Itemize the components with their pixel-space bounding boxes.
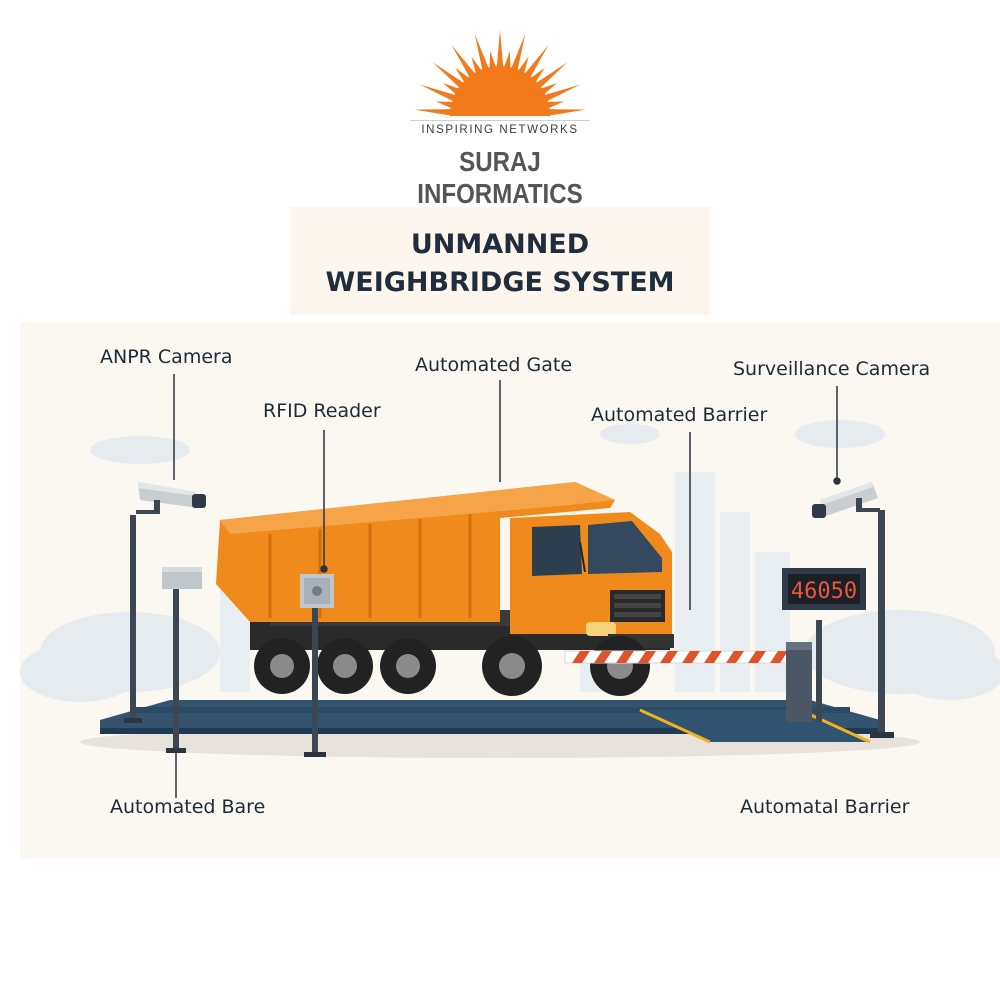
- company-logo: INSPIRING NETWORKS SURAJ INFORMATICS: [360, 28, 640, 209]
- label-rfid-reader: RFID Reader: [263, 400, 381, 422]
- company-name: SURAJ INFORMATICS: [417, 146, 583, 209]
- left-rfid-post: [162, 567, 202, 753]
- logo-divider: [410, 120, 590, 121]
- automated-barrier: [564, 642, 812, 722]
- leader-lines: [173, 374, 841, 798]
- label-automated-barrier: Automated Barrier: [591, 404, 768, 426]
- weighbridge-platform: [100, 700, 880, 744]
- weight-display: [782, 568, 866, 722]
- page-title-line-1: UNMANNED: [410, 229, 590, 260]
- scene-drawing: 46050: [20, 374, 1000, 798]
- sun-logo-icon: [414, 30, 586, 116]
- label-anpr-camera: ANPR Camera: [100, 346, 233, 368]
- page-title-line-2: WEIGHBRIDGE SYSTEM: [325, 267, 675, 298]
- weight-reading: 46050: [791, 579, 857, 604]
- title-banner: UNMANNED WEIGHBRIDGE SYSTEM: [290, 207, 710, 315]
- anpr-camera: [124, 482, 206, 723]
- label-surveillance-camera: Surveillance Camera: [733, 358, 931, 380]
- label-automatal-barrier: Automatal Barrier: [740, 796, 910, 818]
- dump-truck: [216, 482, 674, 696]
- weighbridge-illustration: 46050 ANPR Camera RFID Reader Automated …: [20, 322, 1000, 858]
- label-automated-gate: Automated Gate: [415, 354, 573, 376]
- surveillance-camera: [812, 482, 894, 738]
- truck-wheels: [254, 636, 650, 696]
- exit-ramp: [640, 710, 870, 742]
- logo-tagline: INSPIRING NETWORKS: [421, 124, 579, 136]
- label-automated-bare: Automated Bare: [110, 796, 266, 818]
- rfid-reader: [300, 574, 334, 757]
